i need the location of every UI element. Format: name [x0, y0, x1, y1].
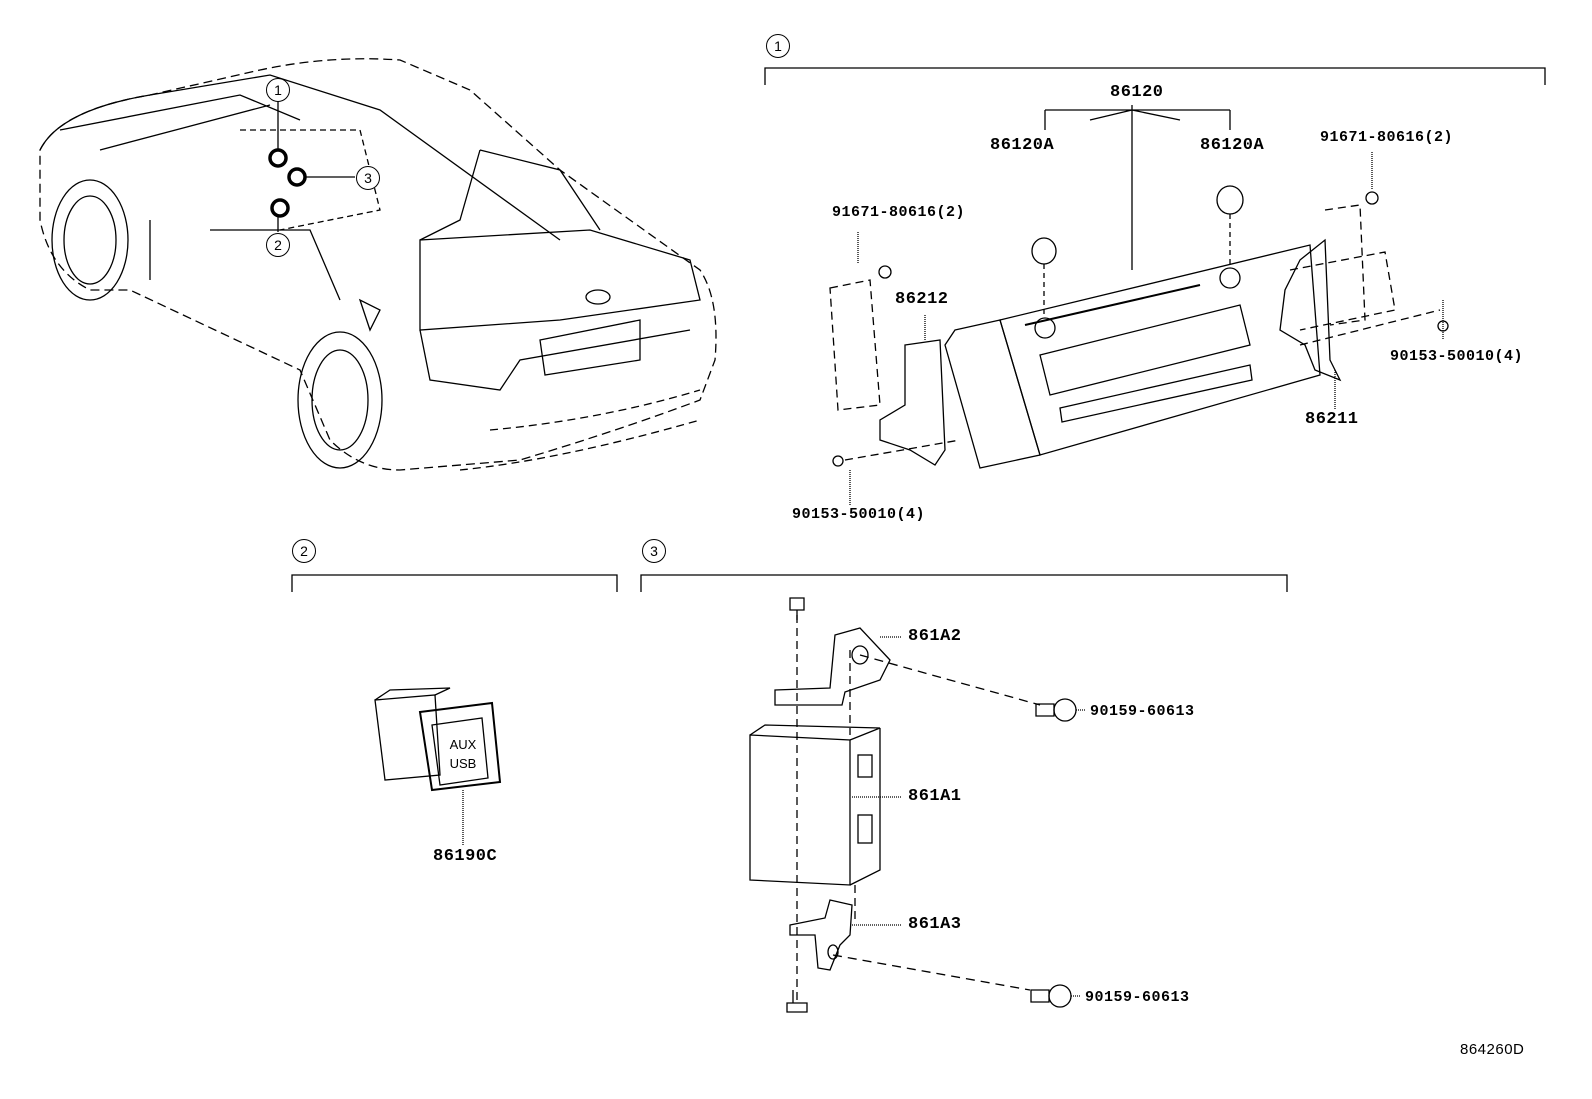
module-assembly-drawing	[749, 597, 1085, 1013]
part-label-86212[interactable]: 86212	[895, 290, 949, 309]
part-label-861a1[interactable]: 861A1	[908, 787, 962, 806]
part-label-86120a-right[interactable]: 86120A	[1200, 136, 1265, 155]
part-label-86211[interactable]: 86211	[1305, 410, 1359, 429]
section-2-marker: 2	[292, 539, 316, 563]
part-label-86190c[interactable]: 86190C	[433, 847, 498, 866]
aux-usb-jack-drawing	[374, 687, 502, 845]
radio-assembly-drawing	[829, 105, 1449, 505]
callout-3-car: 3	[356, 166, 380, 190]
part-label-screw-right[interactable]: 91671-80616(2)	[1320, 129, 1454, 146]
section-3-bracket	[640, 574, 1288, 592]
part-label-screw-upper[interactable]: 90159-60613	[1090, 703, 1195, 720]
part-label-screw-left[interactable]: 91671-80616(2)	[832, 204, 966, 221]
aux-jack-text: AUX USB	[440, 735, 486, 773]
callout-1-car: 1	[266, 78, 290, 102]
part-label-screw-lower[interactable]: 90159-60613	[1085, 989, 1190, 1006]
callout-2-car: 2	[266, 233, 290, 257]
section-1-bracket	[764, 67, 1546, 85]
usb-text: USB	[449, 756, 477, 771]
part-label-bolt-left[interactable]: 90153-50010(4)	[792, 506, 926, 523]
part-label-86120a-left[interactable]: 86120A	[990, 136, 1055, 155]
aux-text: AUX	[449, 737, 477, 752]
part-label-861a3[interactable]: 861A3	[908, 915, 962, 934]
section-2-bracket	[291, 574, 618, 592]
section-1-marker: 1	[766, 34, 790, 58]
part-label-861a2[interactable]: 861A2	[908, 627, 962, 646]
diagram-id: 864260D	[1460, 1041, 1525, 1058]
car-illustration	[39, 58, 717, 471]
section-3-marker: 3	[642, 539, 666, 563]
part-label-86120[interactable]: 86120	[1110, 83, 1164, 102]
part-label-bolt-right[interactable]: 90153-50010(4)	[1390, 348, 1524, 365]
